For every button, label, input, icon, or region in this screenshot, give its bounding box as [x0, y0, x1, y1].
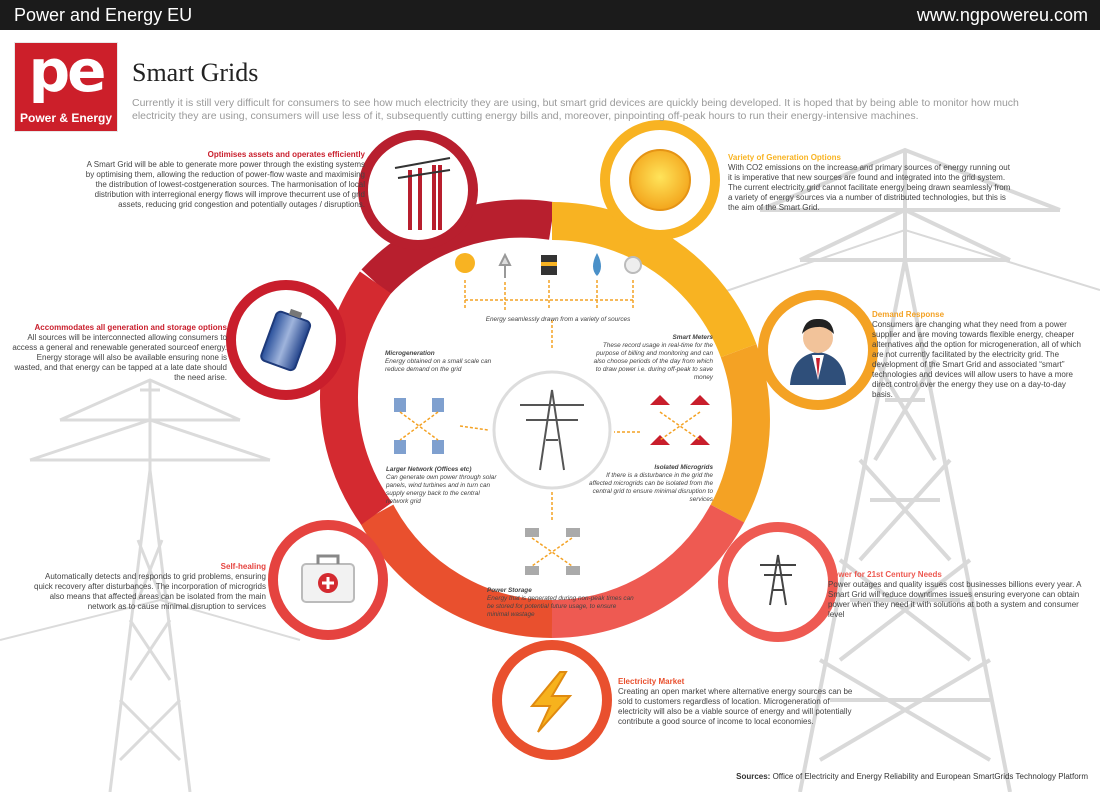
lightning-bolt-icon — [529, 671, 573, 733]
section-accommodates: Accommodates all generation and storage … — [12, 323, 227, 383]
source-arrows — [464, 280, 634, 350]
sources-caption: Energy seamlessly drawn from a variety o… — [485, 316, 631, 323]
section-title: Accommodates all generation and storage … — [34, 323, 227, 332]
section-title: Power for 21st Century Needs — [828, 570, 942, 579]
central-pylon-icon — [492, 370, 612, 490]
intro-paragraph: Currently it is still very difficult for… — [132, 97, 1019, 122]
section-body: With CO2 emissions on the increase and p… — [728, 163, 1011, 212]
site-url[interactable]: www.ngpowereu.com — [916, 5, 1088, 25]
section-title: Electricity Market — [618, 677, 685, 686]
isolated-microgrid-houses — [614, 395, 710, 445]
sources-label: Sources: — [736, 772, 771, 781]
power-storage-label: Power Storage Energy that is generated d… — [487, 587, 637, 619]
logo-tagline: Power & Energy — [19, 111, 113, 125]
label-title: Power Storage — [487, 587, 532, 594]
section-21st-century: Power for 21st Century Needs Power outag… — [828, 570, 1083, 620]
energy-sources-row — [455, 252, 642, 278]
section-market: Electricity Market Creating an open mark… — [618, 677, 858, 727]
background-pylon-right — [699, 147, 1100, 792]
section-body: All sources will be interconnected allow… — [12, 333, 227, 382]
section-demand-response: Demand Response Consumers are changing w… — [872, 310, 1082, 400]
section-title: Optimises assets and operates efficientl… — [207, 150, 365, 159]
brand-name: Power and Energy EU — [14, 5, 193, 25]
isolated-microgrids-label: Isolated Microgrids If there is a distur… — [588, 464, 713, 504]
pylon-icon — [760, 554, 796, 606]
label-body: Energy obtained on a small scale can red… — [385, 358, 492, 373]
microgeneration-label: Microgeneration Energy obtained on a sma… — [385, 350, 495, 374]
battery-icon — [260, 308, 312, 372]
section-body: A Smart Grid will be able to generate mo… — [85, 160, 365, 209]
larger-network-label: Larger Network (Offices etc) Can generat… — [386, 466, 501, 506]
label-body: Energy that is generated during non-peak… — [487, 595, 634, 618]
main-ring — [320, 199, 770, 638]
section-title: Self-healing — [220, 562, 266, 571]
sources-text: Office of Electricity and Energy Reliabi… — [772, 772, 1088, 781]
top-bar: Power and Energy EU www.ngpowereu.com — [0, 0, 1100, 30]
label-title: Smart Meters — [672, 334, 714, 341]
businessman-icon — [790, 318, 846, 385]
section-optimises: Optimises assets and operates efficientl… — [80, 150, 365, 210]
label-body: Can generate own power through solar pan… — [386, 474, 497, 505]
section-title: Demand Response — [872, 310, 945, 319]
smart-meters-label: Smart Meters These record usage in real-… — [588, 334, 713, 382]
microgeneration-buildings — [394, 398, 489, 454]
pe-logo: pe Power & Energy — [14, 37, 118, 132]
page-title: Smart Grids — [132, 58, 259, 87]
section-body: Consumers are changing what they need fr… — [872, 320, 1082, 399]
sources-line: Sources: Office of Electricity and Energ… — [736, 772, 1088, 781]
logo-mark: pe — [28, 37, 107, 105]
section-body: Power outages and quality issues cost bu… — [828, 580, 1082, 619]
sun-icon — [629, 149, 691, 211]
power-poles-icon — [394, 157, 451, 230]
section-title: Variety of Generation Options — [728, 153, 841, 162]
section-variety: Variety of Generation Options With CO2 e… — [728, 153, 1014, 213]
label-title: Microgeneration — [385, 350, 435, 357]
first-aid-kit-icon — [301, 554, 355, 603]
label-title: Isolated Microgrids — [654, 464, 713, 471]
section-body: Creating an open market where alternativ… — [618, 687, 853, 726]
section-body: Automatically detects and responds to gr… — [34, 572, 266, 611]
label-body: These record usage in real-time for the … — [593, 342, 713, 381]
section-self-healing: Self-healing Automatically detects and r… — [30, 562, 266, 612]
background-pylon-left — [0, 378, 301, 792]
label-body: If there is a disturbance in the grid th… — [589, 472, 713, 503]
label-title: Larger Network (Offices etc) — [386, 466, 472, 473]
storage-batteries — [525, 492, 580, 575]
